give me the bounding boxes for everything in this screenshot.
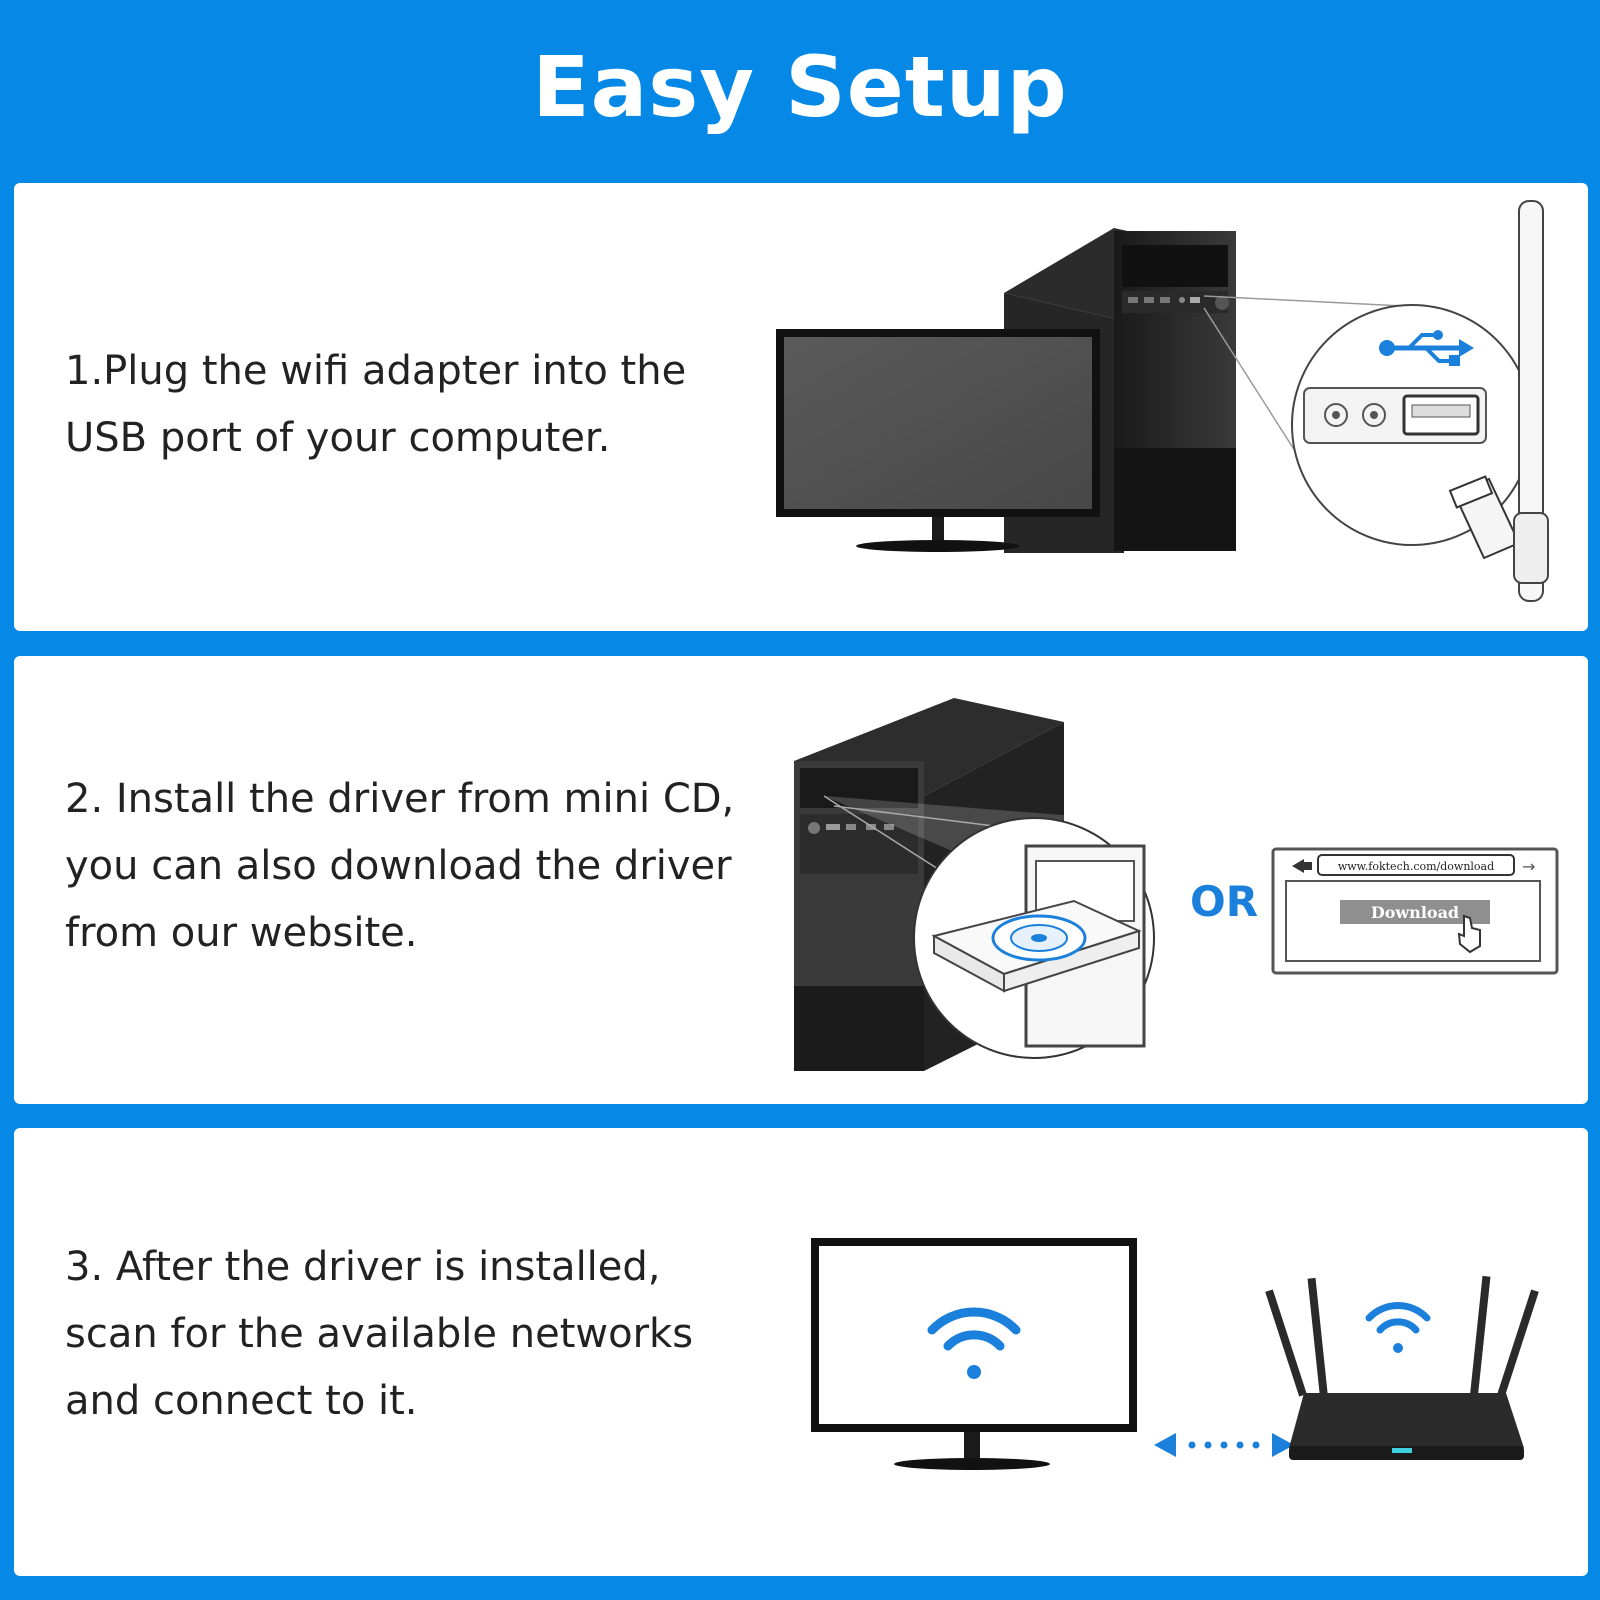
monitor-icon (811, 1238, 1137, 1470)
monitor-icon (776, 329, 1100, 552)
address-bar-url: www.foktech.com/download (1338, 860, 1494, 873)
double-arrow-icon (1154, 1433, 1294, 1457)
hand-cursor-icon (1457, 914, 1481, 954)
step-3-line-1: 3. After the driver is installed, (65, 1244, 661, 1290)
step-1-line-1: 1.Plug the wifi adapter into the (65, 348, 687, 394)
step-2-line-3: from our website. (65, 910, 418, 956)
wifi-icon (927, 1307, 1021, 1379)
step-3-illustration (811, 1238, 1539, 1470)
address-bar[interactable] (1317, 854, 1515, 876)
step-1-text: 1.Plug the wifi adapter into the USB por… (65, 338, 745, 472)
router-wifi-icon (1365, 1302, 1431, 1353)
download-button-label: Download (1371, 903, 1459, 922)
cd-tray-icon (913, 817, 1155, 1059)
step-3-text: 3. After the driver is installed, scan f… (65, 1234, 745, 1435)
step-1-illustration (776, 200, 1549, 602)
page-title: Easy Setup (532, 38, 1068, 136)
or-label: OR (1190, 877, 1258, 926)
router-icon (1265, 1275, 1539, 1460)
forward-arrow-icon: → (1522, 857, 1535, 876)
step-1-panel: 1.Plug the wifi adapter into the USB por… (14, 183, 1588, 631)
usb-icon (1379, 330, 1474, 366)
usb-wifi-adapter-icon (1448, 200, 1549, 602)
step-2-illustration: OR www.foktech.com/download → Download (794, 698, 1559, 1071)
step-3-line-3: and connect to it. (65, 1378, 418, 1424)
step-3-line-2: scan for the available networks (65, 1311, 694, 1357)
step-2-text: 2. Install the driver from mini CD, you … (65, 766, 745, 967)
back-arrow-icon (1292, 859, 1304, 873)
step-2-line-2: you can also download the driver (65, 843, 732, 889)
step-1-line-2: USB port of your computer. (65, 415, 611, 461)
step-3-panel: 3. After the driver is installed, scan f… (14, 1128, 1588, 1576)
step-2-line-1: 2. Install the driver from mini CD, (65, 776, 735, 822)
browser-window-icon: www.foktech.com/download → Download (1271, 847, 1559, 975)
step-2-panel: 2. Install the driver from mini CD, you … (14, 656, 1588, 1104)
